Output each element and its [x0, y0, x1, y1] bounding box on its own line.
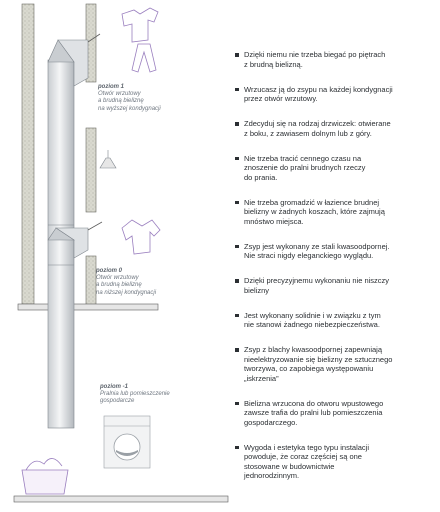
laundry-basket-icon: [21, 458, 69, 495]
level-1-line-1: Otwór wrzutowy: [98, 91, 141, 98]
feature-item: Dzięki precyzyjnemu wykonaniu nie niszcz…: [232, 276, 432, 295]
level-minus-1-label: poziom -1 Pralnia lub pomieszczenie gosp…: [100, 384, 170, 406]
level-1-label: poziom 1 Otwór wrzutowy a brudną bielizn…: [98, 84, 161, 113]
feature-item: Zdecyduj się na rodzaj drzwiczek: otwier…: [232, 119, 432, 138]
level-0-name: poziom 0: [96, 268, 123, 274]
level-minus-1-line-1: Pralnia lub pomieszczenie: [100, 391, 170, 398]
level-1-line-3: na wyższej kondygnacji: [98, 105, 161, 112]
floor-slabs: [13, 303, 229, 503]
feature-item: Dzięki niemu nie trzeba biegać po piętra…: [232, 50, 432, 69]
inlet-upper: [47, 33, 101, 87]
feature-item: Bielizna wrzucona do otworu wpustowego z…: [232, 399, 432, 428]
feature-list: Dzięki niemu nie trzeba biegać po piętra…: [232, 50, 432, 496]
washing-machine-icon: [103, 415, 151, 469]
laundry-chute-diagram: [13, 3, 229, 503]
feature-item: Wrzucasz ją do zsypu na każdej kondygnac…: [232, 85, 432, 104]
lamp-icon: [99, 150, 117, 169]
feature-item: Wygoda i estetyka tego typu instalacji p…: [232, 443, 432, 481]
feature-item: Nie trzeba tracić cennego czasu na znosz…: [232, 154, 432, 183]
wall-right-upper: [85, 3, 97, 309]
level-1-name: poziom 1: [98, 84, 125, 90]
falling-shirt-icon: [121, 219, 161, 255]
level-0-label: poziom 0 Otwór wrzutowy a brudną bielizn…: [96, 268, 156, 297]
feature-item: Nie trzeba gromadzić w łazience brudnej …: [232, 198, 432, 227]
hanging-shirt-icon: [121, 7, 159, 73]
level-0-line-1: Otwór wrzutowy: [96, 275, 139, 282]
level-0-line-3: na niższej kondygnacji: [96, 289, 157, 296]
feature-item: Zsyp jest wykonany ze stali kwasoodporne…: [232, 242, 432, 261]
feature-item: Jest wykonany solidnie i w związku z tym…: [232, 311, 432, 330]
wall-left: [21, 3, 35, 305]
inlet-lower: [47, 221, 103, 259]
chute-pipe: [47, 59, 75, 429]
level-1-line-2: a brudną bieliznę: [98, 98, 144, 105]
level-minus-1-name: poziom -1: [100, 384, 128, 390]
feature-item: Zsyp z blachy kwasoodpornej zapewniają n…: [232, 345, 432, 383]
level-minus-1-line-2: gospodarcze: [100, 398, 135, 405]
level-0-line-2: a brudną bieliznę: [96, 282, 142, 289]
